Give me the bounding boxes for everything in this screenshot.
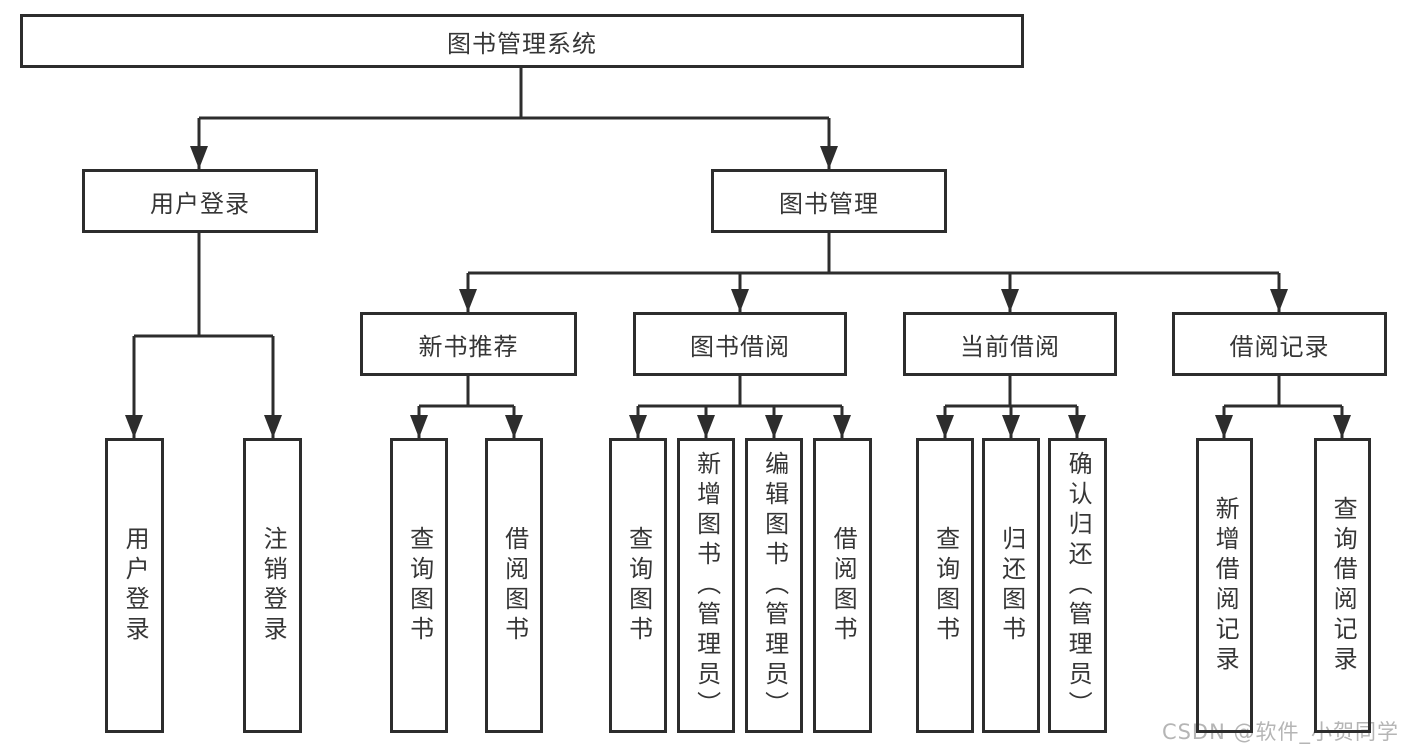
- node-current-borrow: 当前借阅: [903, 312, 1117, 376]
- node-leaf-add-borrow-record: 新增借阅记录: [1196, 438, 1253, 733]
- node-user-login: 用户登录: [82, 169, 318, 233]
- node-leaf-return-books: 归还图书: [982, 438, 1040, 733]
- node-leaf-logout-label: 注销登录: [259, 525, 288, 646]
- node-leaf-add-books-admin-label: 新增图书（管理员）: [692, 450, 721, 721]
- node-new-book-recommend: 新书推荐: [360, 312, 577, 376]
- node-borrow-records: 借阅记录: [1172, 312, 1387, 376]
- node-book-management: 图书管理: [711, 169, 947, 233]
- node-leaf-query-books-3: 查询图书: [916, 438, 974, 733]
- node-book-borrow: 图书借阅: [633, 312, 847, 376]
- node-new-book-recommend-label: 新书推荐: [418, 332, 519, 361]
- node-leaf-query-books-1: 查询图书: [390, 438, 448, 733]
- node-borrow-records-label: 借阅记录: [1229, 332, 1330, 361]
- node-book-management-label: 图书管理: [779, 189, 879, 218]
- node-leaf-borrow-books-1-label: 借阅图书: [500, 525, 529, 646]
- watermark: CSDN @软件_小贺同学: [1161, 720, 1399, 744]
- node-current-borrow-label: 当前借阅: [960, 332, 1060, 361]
- node-leaf-query-borrow-record-label: 查询借阅记录: [1329, 495, 1358, 676]
- node-leaf-add-books-admin: 新增图书（管理员）: [677, 438, 735, 733]
- node-book-borrow-label: 图书借阅: [690, 332, 790, 361]
- node-leaf-confirm-return-admin: 确认归还（管理员）: [1048, 438, 1107, 733]
- node-leaf-query-books-2: 查询图书: [609, 438, 667, 733]
- node-leaf-user-login-label: 用户登录: [121, 525, 150, 646]
- node-leaf-query-books-3-label: 查询图书: [931, 525, 960, 646]
- node-leaf-borrow-books-1: 借阅图书: [485, 438, 543, 733]
- node-leaf-query-books-2-label: 查询图书: [624, 525, 653, 646]
- node-leaf-confirm-return-admin-label: 确认归还（管理员）: [1064, 450, 1093, 721]
- node-leaf-query-borrow-record: 查询借阅记录: [1314, 438, 1371, 733]
- node-leaf-return-books-label: 归还图书: [997, 525, 1026, 646]
- node-leaf-edit-books-admin-label: 编辑图书（管理员）: [760, 450, 789, 721]
- node-leaf-add-borrow-record-label: 新增借阅记录: [1211, 495, 1240, 676]
- node-leaf-logout: 注销登录: [243, 438, 302, 733]
- node-leaf-query-books-1-label: 查询图书: [405, 525, 434, 646]
- node-leaf-edit-books-admin: 编辑图书（管理员）: [745, 438, 803, 733]
- node-leaf-borrow-books-2: 借阅图书: [813, 438, 872, 733]
- node-root-system-label: 图书管理系统: [447, 29, 597, 58]
- node-root-system: 图书管理系统: [20, 14, 1024, 68]
- node-leaf-user-login: 用户登录: [105, 438, 164, 733]
- node-user-login-label: 用户登录: [150, 189, 250, 218]
- node-leaf-borrow-books-2-label: 借阅图书: [829, 525, 858, 646]
